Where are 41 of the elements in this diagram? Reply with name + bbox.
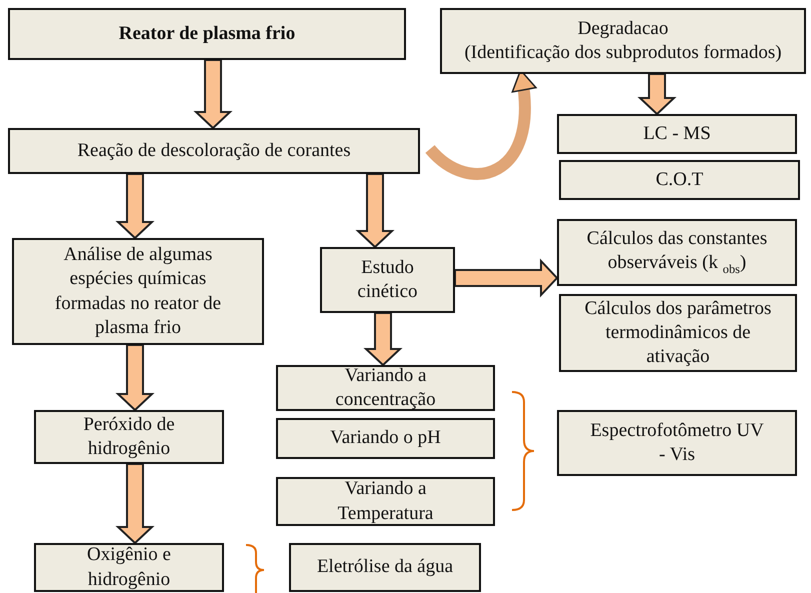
block-arrow [115,463,155,544]
box-text: Análise de algumas espécies químicas formadas no reator de plasma frio [54,242,222,340]
process-box [34,543,224,592]
box-text: Cálculos dos parâmetros termodinâmicos de ativação [584,296,772,370]
process-box [440,8,806,74]
box-text: Cálculos das constantes observáveis (k $_{obs}$) [586,227,768,278]
box-text: Degradacao [578,16,668,41]
process-box [557,219,797,286]
process-box [8,128,420,174]
process-box [276,418,495,459]
box-text: Reação de descoloração de corantes [77,138,351,163]
process-box [8,8,406,60]
process-box [12,238,264,345]
process-box [557,114,797,154]
box-text: Peróxido de hidrogênio [82,412,176,461]
block-arrow [115,344,155,412]
box-text: Eletrólise da água [316,555,454,580]
box-text: LC - MS [643,122,711,146]
process-box [320,247,455,313]
block-arrow [355,173,395,248]
box-text: (Identificação dos subprodutos formados) [464,41,782,65]
block-arrow [193,59,233,130]
block-arrow [115,173,155,240]
process-box [34,410,224,464]
box-text: Oxigênio e hidrogênio [86,543,172,592]
box-text: Variando o pH [330,426,441,450]
box-text: Variando a Temperatura [336,477,434,526]
box-text: Variando a concentração [334,364,437,412]
process-box [559,160,800,200]
process-box [276,477,495,526]
box-text: C.O.T [656,168,704,192]
block-arrow [637,73,677,116]
box-text: Espectrofotômetro UV - Vis [589,418,765,467]
box-text: Reator de plasma frio [118,22,296,46]
process-box [276,365,495,411]
block-arrow [363,312,403,366]
process-box [557,410,797,476]
process-box [289,543,481,592]
block-arrow [454,258,558,298]
process-box [559,294,797,372]
box-text: Estudo cinético [356,256,419,304]
